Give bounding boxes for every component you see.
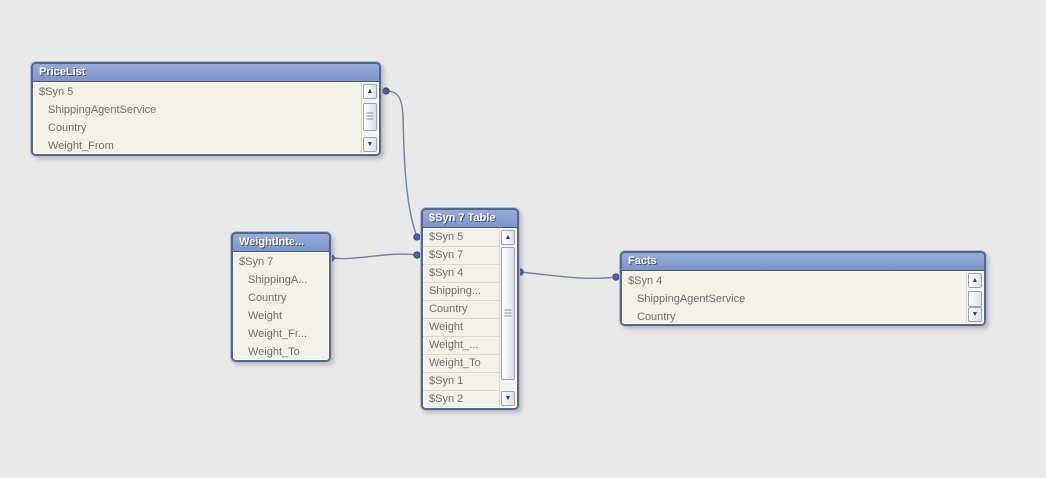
- table-title-bar[interactable]: WeightInte...: [233, 234, 329, 252]
- vertical-scrollbar[interactable]: ▲ ▼: [361, 83, 378, 153]
- table-field-list: $Syn 7 ShippingA... Country Weight Weigh…: [233, 252, 329, 360]
- field-row[interactable]: Weight: [248, 310, 283, 322]
- vertical-scrollbar[interactable]: ▲ ▼: [966, 272, 983, 323]
- field-row[interactable]: Country: [637, 311, 676, 323]
- table-field-list: $Syn 4 ShippingAgentService Country ▲ ▼: [622, 271, 984, 324]
- scrollbar-track[interactable]: [968, 289, 982, 307]
- table-weightinterval[interactable]: WeightInte... $Syn 7 ShippingA... Countr…: [231, 232, 331, 362]
- scroll-up-button[interactable]: ▲: [968, 273, 982, 288]
- field-row[interactable]: $Syn 2: [423, 391, 499, 408]
- field-row[interactable]: Weight_Fr...: [248, 328, 308, 340]
- connector-weightinterval-syn7: [330, 253, 418, 260]
- scroll-up-button[interactable]: ▲: [363, 84, 377, 99]
- field-row[interactable]: $Syn 5: [39, 86, 74, 98]
- field-row[interactable]: ShippingA...: [248, 274, 308, 286]
- table-pricelist[interactable]: PriceList $Syn 5 ShippingAgentService Co…: [31, 62, 381, 156]
- connector-pricelist-syn7: [385, 90, 418, 238]
- scrollbar-thumb[interactable]: [968, 291, 982, 307]
- table-syn7[interactable]: $Syn 7 Table $Syn 5 $Syn 7 $Syn 4 Shippi…: [421, 208, 519, 410]
- field-row[interactable]: Country: [423, 301, 499, 319]
- vertical-scrollbar[interactable]: ▲ ▼: [499, 229, 516, 407]
- scrollbar-track[interactable]: [363, 100, 377, 136]
- table-title-bar[interactable]: $Syn 7 Table: [423, 210, 517, 228]
- scrollbar-thumb[interactable]: [363, 103, 377, 131]
- field-row[interactable]: $Syn 4: [423, 265, 499, 283]
- field-row[interactable]: Shipping...: [423, 283, 499, 301]
- field-row[interactable]: Country: [248, 292, 287, 304]
- field-row[interactable]: Weight_To: [423, 355, 499, 373]
- table-title-bar[interactable]: PriceList: [33, 64, 379, 82]
- field-row[interactable]: Weight_From: [48, 140, 114, 152]
- table-field-list: $Syn 5 ShippingAgentService Country Weig…: [33, 82, 379, 154]
- scroll-down-button[interactable]: ▼: [363, 137, 377, 152]
- scroll-down-button[interactable]: ▼: [968, 307, 982, 322]
- field-row[interactable]: $Syn 7: [239, 256, 274, 268]
- connector-endpoint-dot: [413, 233, 421, 241]
- connector-syn7-facts: [519, 271, 617, 280]
- connector-endpoint-dot: [413, 251, 421, 259]
- field-row[interactable]: ShippingAgentService: [637, 293, 746, 305]
- field-row[interactable]: $Syn 4: [628, 275, 663, 287]
- field-row[interactable]: ShippingAgentService: [48, 104, 157, 116]
- connector-endpoint-dot: [612, 273, 620, 281]
- scroll-up-button[interactable]: ▲: [501, 230, 515, 245]
- scrollbar-track[interactable]: [501, 246, 515, 390]
- scrollbar-thumb[interactable]: [501, 247, 515, 380]
- field-row[interactable]: Weight_...: [423, 337, 499, 355]
- table-field-list: $Syn 5 $Syn 7 $Syn 4 Shipping... Country…: [423, 228, 517, 408]
- scroll-down-button[interactable]: ▼: [501, 391, 515, 406]
- field-row[interactable]: $Syn 5: [423, 229, 499, 247]
- table-facts[interactable]: Facts $Syn 4 ShippingAgentService Countr…: [620, 251, 986, 326]
- field-row[interactable]: Weight_To: [248, 346, 300, 358]
- field-row[interactable]: $Syn 1: [423, 373, 499, 391]
- field-row[interactable]: Country: [48, 122, 87, 134]
- table-title-bar[interactable]: Facts: [622, 253, 984, 271]
- connector-endpoint-dot: [382, 87, 390, 95]
- field-row[interactable]: Weight: [423, 319, 499, 337]
- field-row[interactable]: $Syn 7: [423, 247, 499, 265]
